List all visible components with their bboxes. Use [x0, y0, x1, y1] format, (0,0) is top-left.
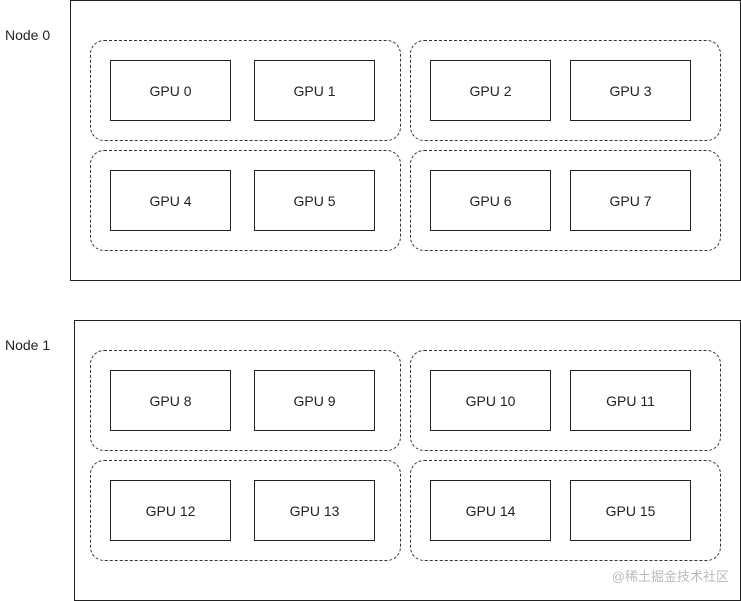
watermark: @稀土掘金技术社区 — [611, 569, 729, 584]
gpu-14: GPU 14 — [430, 480, 551, 541]
gpu-group-6 — [90, 460, 401, 561]
gpu-4-label: GPU 4 — [149, 192, 192, 209]
gpu-9: GPU 9 — [254, 370, 375, 431]
gpu-5-label: GPU 5 — [293, 192, 336, 209]
gpu-2: GPU 2 — [430, 60, 551, 121]
gpu-13-label: GPU 13 — [289, 502, 340, 519]
gpu-12-label: GPU 12 — [145, 502, 196, 519]
gpu-10-label: GPU 10 — [465, 392, 516, 409]
gpu-group-5 — [410, 350, 721, 451]
gpu-group-2 — [90, 150, 401, 251]
gpu-7-label: GPU 7 — [609, 192, 652, 209]
gpu-3: GPU 3 — [570, 60, 691, 121]
gpu-14-label: GPU 14 — [465, 502, 516, 519]
gpu-4: GPU 4 — [110, 170, 231, 231]
gpu-1: GPU 1 — [254, 60, 375, 121]
node-0-label: Node 0 — [5, 27, 51, 43]
gpu-0-label: GPU 0 — [149, 82, 192, 99]
gpu-6: GPU 6 — [430, 170, 551, 231]
gpu-3-label: GPU 3 — [609, 82, 652, 99]
gpu-5: GPU 5 — [254, 170, 375, 231]
gpu-2-label: GPU 2 — [469, 82, 512, 99]
gpu-7: GPU 7 — [570, 170, 691, 231]
node-1-label: Node 1 — [5, 337, 51, 353]
gpu-10: GPU 10 — [430, 370, 551, 431]
gpu-1-label: GPU 1 — [293, 82, 336, 99]
gpu-group-7 — [410, 460, 721, 561]
gpu-group-4 — [90, 350, 401, 451]
gpu-11-label: GPU 11 — [606, 392, 655, 409]
gpu-group-0 — [90, 40, 401, 141]
gpu-6-label: GPU 6 — [469, 192, 512, 209]
gpu-group-1 — [410, 40, 721, 141]
gpu-group-3 — [410, 150, 721, 251]
gpu-8: GPU 8 — [110, 370, 231, 431]
gpu-15-label: GPU 15 — [605, 502, 656, 519]
gpu-11: GPU 11 — [570, 370, 691, 431]
gpu-15: GPU 15 — [570, 480, 691, 541]
gpu-12: GPU 12 — [110, 480, 231, 541]
gpu-0: GPU 0 — [110, 60, 231, 121]
gpu-8-label: GPU 8 — [149, 392, 192, 409]
gpu-9-label: GPU 9 — [293, 392, 336, 409]
gpu-13: GPU 13 — [254, 480, 375, 541]
